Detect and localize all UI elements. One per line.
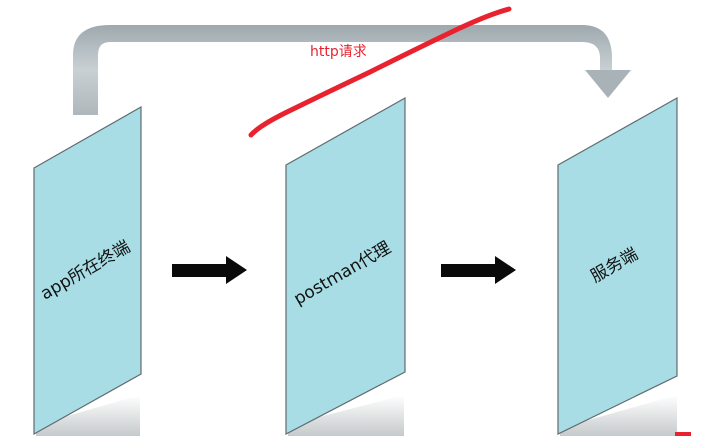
- corner-red-mark: [675, 432, 691, 436]
- arrow-client-to-proxy-shaft: [172, 264, 228, 277]
- client-panel: app所在终端: [33, 105, 142, 436]
- arrow-proxy-to-server: [441, 256, 516, 284]
- http-request-arrow: [73, 25, 631, 115]
- arrow-client-to-proxy-head: [226, 256, 247, 284]
- red-annotation-stroke: [248, 6, 512, 138]
- http-request-label: http请求: [310, 44, 367, 60]
- server-panel: 服务端: [557, 96, 678, 435]
- arrow-client-to-proxy: [172, 256, 247, 284]
- http-request-arrow-body: [73, 25, 612, 115]
- proxy-panel: postman代理: [285, 96, 406, 435]
- client-panel-reflection: [36, 395, 140, 436]
- client-panel-shape: [33, 105, 142, 436]
- server-panel-shape: [557, 96, 678, 435]
- proxy-panel-reflection: [288, 395, 404, 436]
- http-request-arrow-head: [585, 70, 631, 98]
- server-panel-reflection: [560, 395, 677, 436]
- arrow-proxy-to-server-shaft: [441, 264, 497, 277]
- proxy-panel-shape: [285, 96, 406, 435]
- arrow-proxy-to-server-head: [495, 256, 516, 284]
